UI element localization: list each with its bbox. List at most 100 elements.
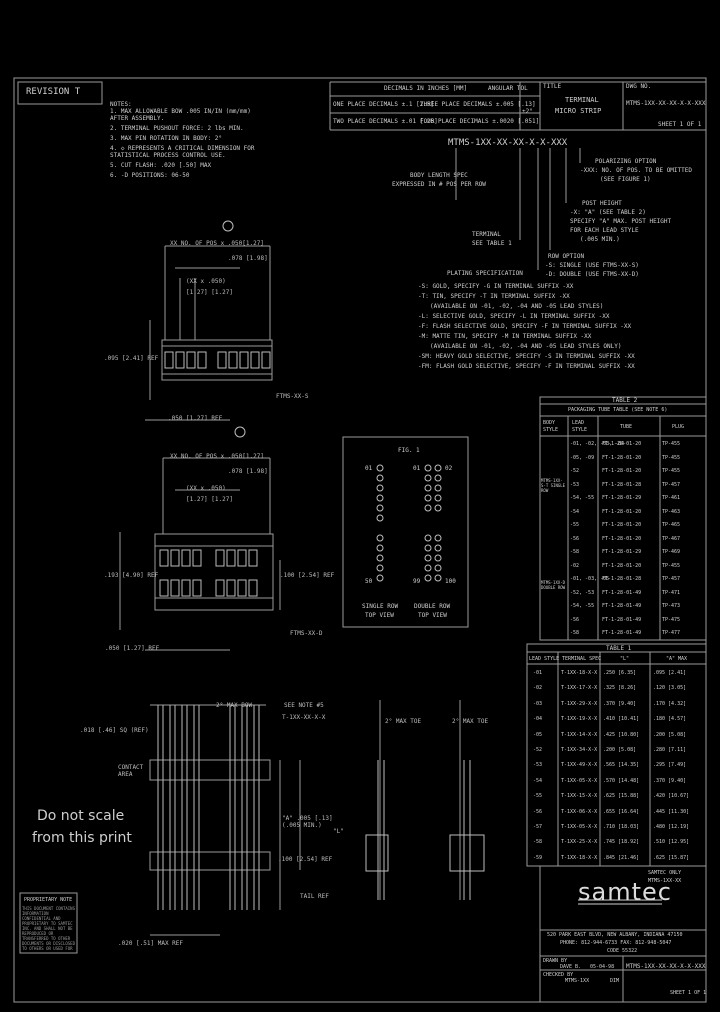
prop-stamp-title: PROPRIETARY NOTE bbox=[24, 897, 73, 903]
double-bracket-dim: [1.27] [1.27] bbox=[186, 496, 233, 503]
checked-label: CHECKED BY bbox=[543, 972, 574, 978]
table-cell: .200 [5.08] bbox=[603, 747, 637, 753]
table-cell: .095 [2.41] bbox=[653, 670, 687, 676]
double-xx-dim: (XX x .050) bbox=[186, 485, 226, 492]
title-label: TITLE bbox=[543, 83, 562, 90]
single-bracket-dim: [1.27] [1.27] bbox=[186, 289, 233, 296]
note-line: NOTES: bbox=[110, 101, 132, 108]
drawn-label: DRAWN BY bbox=[543, 958, 568, 964]
side-020-dim: .020 [.51] MAX REF bbox=[118, 940, 184, 947]
plating-option: (AVAILABLE ON -01, -02, -04 AND -05 LEAD… bbox=[430, 343, 622, 350]
fig1-double-bl: 99 bbox=[413, 578, 421, 585]
table-cell: .410 [10.41] bbox=[603, 716, 640, 723]
doc-top: SAMTEC ONLY bbox=[648, 870, 682, 876]
table-cell: .425 [10.80] bbox=[603, 731, 640, 738]
tolerance-col2: ANGULAR TOL bbox=[488, 85, 528, 92]
footer-dwg-no: MTMS-1XX-XX-XX-X-X-XXX bbox=[626, 963, 706, 970]
table-cell: FT-1-28-01-20 bbox=[602, 508, 642, 515]
table1-col-lead: LEAD STYLE bbox=[529, 656, 560, 662]
table-cell: -01, -03, -05 bbox=[570, 576, 610, 582]
plating-option: (AVAILABLE ON -01, -02, -04 AND -05 LEAD… bbox=[430, 303, 604, 310]
table-cell: -53 bbox=[570, 481, 580, 488]
table1-title: TABLE 1 bbox=[606, 645, 632, 652]
table-cell: -58 bbox=[570, 549, 580, 555]
table-cell: -01, -02, -03, -04 bbox=[570, 441, 625, 447]
single-xx-dim: (XX x .050) bbox=[186, 278, 226, 285]
table2-group2: MTMS-1XX-D DOUBLE ROW bbox=[541, 580, 566, 590]
double-height-dim: .193 [4.90] REF bbox=[104, 572, 159, 579]
title-line2: MICRO STRIP bbox=[555, 107, 602, 115]
table2-col-plug: PLUG bbox=[672, 424, 685, 430]
side-l-dim: "L" bbox=[333, 828, 344, 835]
table-cell: T-1XX-29-X-X bbox=[561, 700, 598, 707]
post-height-line5: (.005 MIN.) bbox=[580, 236, 620, 243]
post-height-line1: POST HEIGHT bbox=[582, 200, 622, 207]
drawn-value: DAVE B. bbox=[560, 964, 582, 970]
table-cell: -59 bbox=[533, 854, 543, 861]
table-cell: -02 bbox=[570, 562, 580, 569]
prop-stamp-text: THIS DOCUMENT CONTAINS INFORMATION CONFI… bbox=[22, 906, 75, 950]
table-cell: -54 bbox=[533, 777, 543, 784]
do-not-scale-line2: from this print bbox=[32, 830, 132, 846]
table-cell: FT-1-28-01-49 bbox=[602, 616, 642, 623]
table-cell: .480 [12.19] bbox=[653, 824, 690, 830]
note-line: 2. TERMINAL PUSHOUT FORCE: 2 lbs MIN. bbox=[110, 125, 244, 132]
part-number: MTMS-1XX-XX-XX-X-X-XXX bbox=[448, 138, 568, 148]
note-line: 1. MAX ALLOWABLE BOW .005 IN/IN (mm/mm) bbox=[110, 108, 251, 115]
row-option-line1: ROW OPTION bbox=[548, 253, 585, 260]
table-cell: .200 [5.08] bbox=[653, 731, 687, 738]
table-cell: -54, -55 bbox=[570, 603, 595, 609]
doc-sub: MTMS-1XX-XX bbox=[648, 878, 682, 884]
table-cell: FT-1-28-01-20 bbox=[602, 535, 642, 542]
table-cell: .180 [4.57] bbox=[653, 716, 687, 723]
fig1-single-label1: SINGLE ROW bbox=[362, 603, 399, 610]
single-part-label: FTMS-XX-S bbox=[276, 393, 309, 400]
table-cell: -55 bbox=[533, 793, 543, 800]
table2-title: TABLE 2 bbox=[612, 397, 638, 404]
side-100-dim: .100 [2.54] REF bbox=[278, 856, 333, 863]
side-tail-ref: TAIL REF bbox=[300, 893, 329, 900]
tolerance-row2-a: TWO PLACE DECIMALS ±.01 [.25] bbox=[333, 118, 438, 125]
table-cell: -52 bbox=[533, 747, 543, 753]
plating-spec-label: PLATING SPECIFICATION bbox=[447, 270, 523, 277]
table-cell: -58 bbox=[533, 839, 543, 846]
table-cell: TP-457 bbox=[662, 576, 681, 582]
table-cell: T-1XX-18-X-X bbox=[561, 854, 598, 861]
note-line: 4. ◇ REPRESENTS A CRITICAL DIMENSION FOR bbox=[110, 145, 255, 152]
table-cell: .250 [6.35] bbox=[603, 670, 637, 676]
table-cell: TP-475 bbox=[662, 616, 681, 623]
table-cell: -52, -53 bbox=[570, 589, 595, 596]
table-cell: .710 [18.03] bbox=[603, 824, 640, 830]
table-cell: -52 bbox=[570, 468, 580, 474]
table-cell: .625 [15.87] bbox=[653, 854, 690, 861]
note-line: 3. MAX PIN ROTATION IN BODY: 2° bbox=[110, 135, 222, 142]
note-line: AFTER ASSEMBLY. bbox=[110, 115, 165, 122]
sheet-number: SHEET 1 OF 1 bbox=[658, 121, 702, 128]
table-cell: FT-1-28-01-20 bbox=[602, 522, 642, 528]
table2-group1: MTMS-1XX-S-T SINGLE ROW bbox=[541, 478, 566, 493]
table-cell: .170 [4.32] bbox=[653, 700, 687, 707]
footer-dim: DIM bbox=[610, 978, 620, 984]
double-100-dim: .100 [2.54] REF bbox=[280, 572, 335, 579]
fig1-single-top: 01 bbox=[365, 465, 373, 472]
do-not-scale-line1: Do not scale bbox=[37, 808, 125, 824]
table-cell: FT-1-28-01-20 bbox=[602, 454, 642, 461]
table-cell: .370 [9.40] bbox=[653, 777, 687, 784]
table-cell: -56 bbox=[570, 535, 580, 542]
post-height-line2: -X: "A" (SEE TABLE 2) bbox=[570, 209, 646, 216]
table2-col-body: BODY STYLE bbox=[543, 420, 559, 433]
table-cell: -58 bbox=[570, 630, 580, 636]
terminal-spec-line1: TERMINAL bbox=[472, 231, 501, 238]
table2-header: PACKAGING TUBE TABLE (SEE NOTE 6) bbox=[568, 407, 668, 413]
table-cell: -55 bbox=[570, 522, 580, 528]
